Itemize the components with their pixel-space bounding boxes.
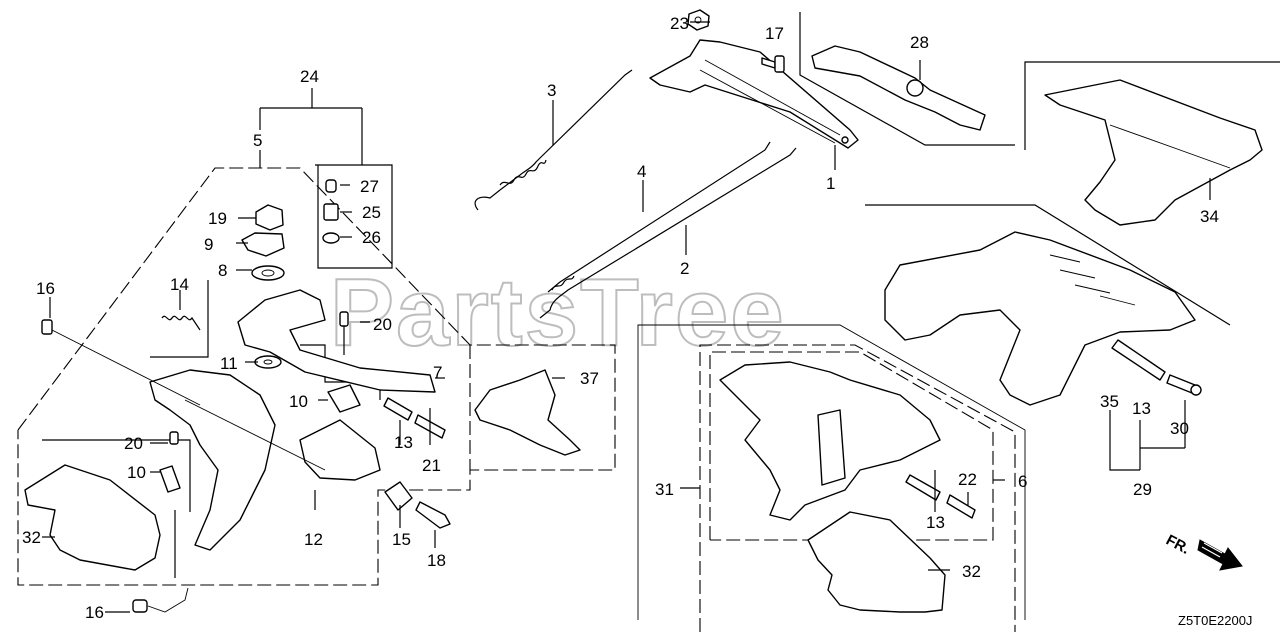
callout-10-upper: 10: [289, 392, 308, 411]
part-bolt-spring-middle: [905, 474, 976, 519]
callout-10-lower: 10: [127, 463, 146, 482]
watermark-text: PartsTree: [330, 259, 786, 366]
part-spring-14: [161, 315, 201, 331]
part-spring-rod-3: [474, 69, 633, 211]
callout-32-right: 32: [962, 562, 981, 581]
part-bolts-16: [41, 319, 201, 613]
callout-12: 12: [304, 530, 323, 549]
part-bracket-31: [719, 361, 941, 521]
part-bracket-12: [149, 369, 381, 551]
callout-26: 26: [362, 228, 381, 247]
callout-1: 1: [826, 174, 835, 193]
leader-lines: [42, 21, 1211, 613]
callout-17: 17: [765, 24, 784, 43]
callout-13-left: 13: [394, 433, 413, 452]
callout-3: 3: [547, 81, 556, 100]
callout-11: 11: [220, 354, 238, 373]
part-bolt-18: [415, 501, 451, 529]
callout-22: 22: [958, 470, 977, 489]
callout-7: 7: [433, 363, 442, 382]
callout-16-lower: 16: [85, 603, 104, 622]
part-37: [474, 369, 581, 456]
part-cover-34: [1044, 79, 1263, 226]
callout-27: 27: [360, 177, 379, 196]
callout-18: 18: [427, 551, 446, 570]
callout-25: 25: [362, 203, 381, 222]
callout-20-upper: 20: [373, 315, 392, 334]
callout-28: 28: [910, 33, 929, 52]
callout-32-left: 32: [22, 528, 41, 547]
front-direction-indicator: FR.: [1163, 532, 1243, 571]
callout-5: 5: [253, 131, 262, 150]
callout-34: 34: [1200, 207, 1219, 226]
callout-37: 37: [580, 369, 599, 388]
part-plate-32-right: [807, 511, 946, 613]
part-stack-19-9-8-11: [241, 204, 285, 369]
callout-31: 31: [655, 480, 674, 499]
part-nut-23: [687, 9, 710, 31]
part-lever-bar: [649, 39, 859, 149]
front-arrow-icon: [1197, 539, 1243, 571]
part-clip-10: [159, 384, 361, 493]
part-arm-7: [237, 289, 436, 393]
callout-14: 14: [170, 275, 189, 294]
part-stack-25-26-27: [322, 179, 340, 244]
callout-21: 21: [422, 456, 441, 475]
part-plate-32-left: [24, 464, 161, 571]
part-bracket-28: [811, 45, 986, 131]
callout-2: 2: [680, 259, 689, 278]
part-cover-large: [884, 231, 1196, 406]
callout-6: 6: [1018, 472, 1027, 491]
diagram-code: Z5T0E2200J: [1178, 613, 1252, 628]
callout-16-upper: 16: [36, 279, 55, 298]
callout-4: 4: [637, 162, 646, 181]
callout-13-right: 13: [1132, 399, 1151, 418]
callout-23: 23: [670, 14, 689, 33]
part-collar-15: [384, 481, 413, 511]
callout-24: 24: [300, 67, 319, 86]
callout-9: 9: [204, 235, 213, 254]
callout-8: 8: [218, 261, 227, 280]
part-bolt-17: [761, 55, 785, 73]
callout-29: 29: [1133, 480, 1152, 499]
callout-19: 19: [208, 209, 227, 228]
callout-15: 15: [392, 530, 411, 549]
callout-35: 35: [1100, 392, 1119, 411]
front-label: FR.: [1163, 532, 1192, 558]
callout-13-middle: 13: [926, 513, 945, 532]
callout-20-lower: 20: [124, 434, 143, 453]
part-spring-13-left: [383, 397, 446, 439]
part-bolts-20: [169, 311, 349, 445]
part-spring-13-right: [1111, 339, 1202, 396]
callout-30: 30: [1170, 419, 1189, 438]
part-rods-2-4: [539, 141, 797, 319]
callout-labels: 1 2 3 4 5 6 7 8 9 10 10 11 12 13 13 13 1…: [22, 14, 1219, 622]
